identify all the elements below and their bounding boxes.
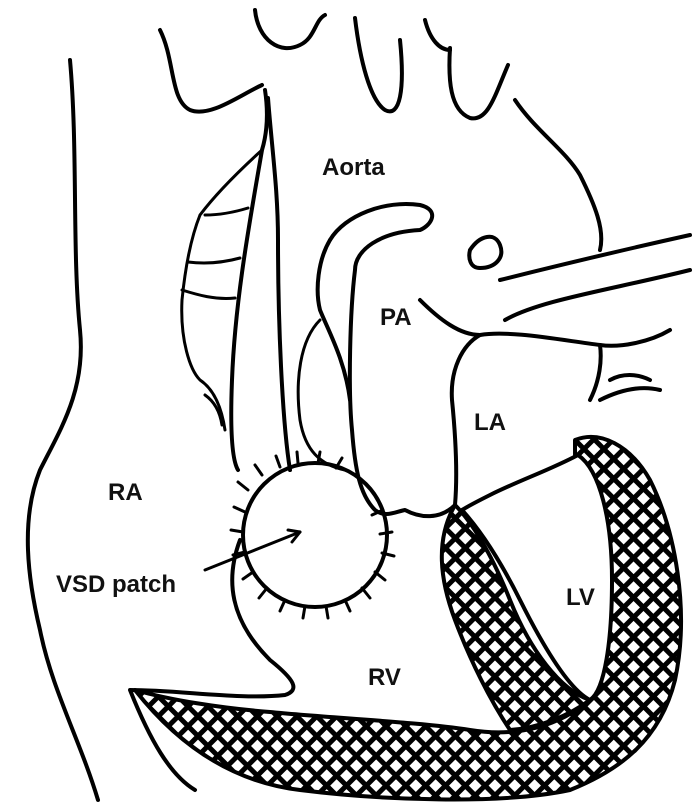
pulmonary-vein-right-2 <box>610 375 650 380</box>
label-la: LA <box>474 409 506 436</box>
pulmonary-vein-upper <box>469 237 501 268</box>
vsd-patch-sutures <box>231 452 394 618</box>
pulmonary-vein-right <box>600 388 660 400</box>
la-left-wall <box>420 300 480 335</box>
vsd-patch-circle <box>243 463 387 607</box>
label-lv: LV <box>566 584 595 611</box>
aorta-outer <box>268 98 290 470</box>
vena-cava-left-wall <box>28 60 98 800</box>
label-rv: RV <box>368 664 401 691</box>
ra-right-wall <box>231 90 267 470</box>
aortic-branch-5 <box>515 100 601 250</box>
svc-detail-2 <box>188 258 240 263</box>
label-vsd-patch: VSD patch <box>56 571 176 598</box>
label-aorta: Aorta <box>322 154 385 181</box>
svc-detail-1 <box>205 208 248 215</box>
pulmonary-artery-branch <box>500 235 690 280</box>
aorta-root-bulge <box>298 320 345 470</box>
aortic-branch-3 <box>355 18 402 111</box>
aortic-branch-2 <box>255 10 325 48</box>
la-right-wall <box>590 345 601 400</box>
svc-inner <box>182 150 262 430</box>
label-ra: RA <box>108 479 143 506</box>
aortic-branch-6 <box>425 20 450 50</box>
label-pa: PA <box>380 304 412 331</box>
pulmonary-artery-branch-lower <box>505 270 690 320</box>
pa-left-wall <box>318 240 350 400</box>
svc-detail-3 <box>182 290 235 298</box>
aortic-branch-4 <box>449 48 508 118</box>
aortic-branch-1 <box>160 30 262 112</box>
vsd-patch-arrow <box>205 530 300 570</box>
